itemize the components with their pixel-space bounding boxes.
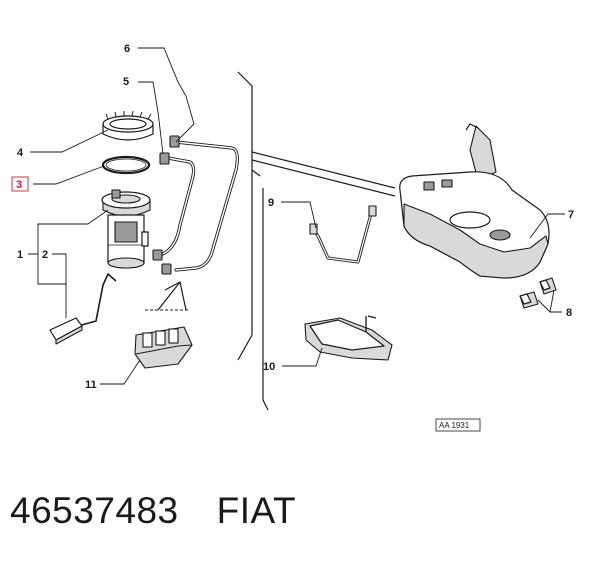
leader-4 bbox=[30, 129, 109, 153]
hose-continuation-mark-b bbox=[157, 281, 181, 311]
pump-filter bbox=[141, 231, 149, 247]
supply-hose-connector bbox=[169, 135, 180, 148]
callout-1: 1 bbox=[17, 249, 23, 261]
pump-connector bbox=[111, 189, 121, 199]
left-separator-line bbox=[237, 71, 253, 361]
reference-code-text: AA 1931 bbox=[439, 421, 470, 430]
leader-2 bbox=[52, 253, 67, 318]
tank-lower-shell bbox=[403, 203, 549, 279]
diagram-reference-code: AA 1931 bbox=[435, 418, 481, 432]
leader-8-b bbox=[549, 289, 555, 313]
level-sensor-arm bbox=[77, 272, 117, 327]
separator-tick bbox=[251, 169, 261, 177]
leader-1 bbox=[28, 209, 109, 255]
seal-ring-outer bbox=[101, 155, 151, 175]
tank-vent-valve-b bbox=[441, 179, 453, 188]
callout-9: 9 bbox=[268, 197, 274, 209]
leader-1-lower bbox=[37, 254, 66, 285]
leader-6 bbox=[138, 47, 195, 143]
leader-10 bbox=[282, 347, 323, 367]
return-hose-connector bbox=[159, 152, 170, 165]
strap-top-bracket bbox=[368, 205, 377, 217]
leader-3 bbox=[33, 165, 105, 185]
return-hose bbox=[158, 156, 196, 257]
callout-4: 4 bbox=[17, 147, 24, 159]
tank-reference-line-b bbox=[251, 159, 396, 197]
callout-5: 5 bbox=[123, 76, 129, 88]
pump-motor bbox=[114, 221, 138, 243]
return-hose-end bbox=[152, 249, 163, 261]
tank-sump bbox=[449, 211, 491, 229]
fuel-level-sensor-part bbox=[49, 272, 117, 345]
callout-numbers: 6 5 4 3 1 2 11 9 10 7 8 bbox=[11, 43, 574, 391]
seal-ring-inner bbox=[105, 158, 147, 172]
lock-ring-part bbox=[102, 110, 154, 141]
tank-strap-part bbox=[309, 205, 377, 264]
heat-shield-top bbox=[309, 319, 385, 351]
heat-shield-part bbox=[304, 315, 393, 361]
callout-leaders bbox=[28, 47, 565, 385]
lock-ring-teeth bbox=[105, 110, 152, 120]
level-sensor-float-side bbox=[55, 325, 83, 345]
tank-strap bbox=[310, 209, 374, 264]
hose-clip-bracket-part bbox=[134, 326, 193, 369]
seal-ring-part bbox=[101, 155, 151, 175]
pump-reservoir-bottom bbox=[107, 257, 145, 269]
hose-continuation-mark bbox=[164, 281, 187, 311]
fuel-hose-assembly bbox=[145, 135, 239, 311]
lock-ring-opening bbox=[109, 118, 147, 130]
leader-7 bbox=[529, 213, 565, 239]
callout-3-highlight-box bbox=[11, 176, 29, 192]
callout-2: 2 bbox=[42, 249, 48, 261]
strap-end-bracket bbox=[309, 223, 318, 235]
leader-9 bbox=[281, 201, 317, 229]
section-separators bbox=[237, 71, 396, 411]
callout-6: 6 bbox=[124, 43, 130, 55]
callout-8: 8 bbox=[566, 307, 572, 319]
fuel-tank-part bbox=[399, 123, 550, 279]
callout-10: 10 bbox=[263, 361, 275, 373]
fuel-pump-module-part bbox=[101, 189, 151, 269]
tank-pump-opening bbox=[489, 229, 511, 241]
tank-reference-line-a bbox=[251, 151, 396, 189]
tank-clips-part bbox=[519, 277, 557, 309]
leader-11 bbox=[100, 359, 141, 385]
middle-separator-line bbox=[262, 188, 269, 411]
callout-11: 11 bbox=[85, 379, 97, 391]
callout-3: 3 bbox=[16, 179, 22, 191]
supply-hose-end bbox=[161, 263, 172, 275]
tank-vent-valve bbox=[423, 181, 435, 191]
part-number: 46537483 bbox=[10, 490, 179, 531]
leader-5 bbox=[138, 81, 164, 155]
callout-7: 7 bbox=[568, 209, 574, 221]
part-number-caption: 46537483 FIAT bbox=[10, 490, 296, 532]
reference-code-box bbox=[435, 418, 481, 432]
brand-name: FIAT bbox=[216, 490, 297, 531]
